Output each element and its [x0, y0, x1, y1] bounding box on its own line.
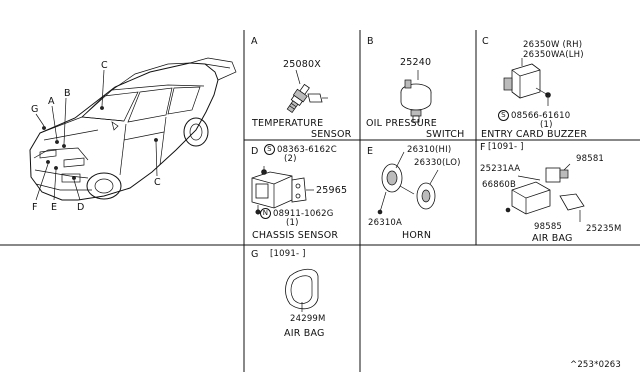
panel-b-letter: B	[367, 36, 374, 47]
panel-f-part-25235m: 25235M	[586, 224, 622, 234]
panel-f-date: [1091- ]	[488, 142, 524, 152]
temperature-sensor-illustration	[286, 69, 328, 113]
panel-e-part-hi: 26310(HI)	[407, 145, 452, 155]
panel-d-nut-qty: (1)	[286, 218, 299, 228]
air-bag-sensor-illustration	[505, 163, 585, 222]
panel-f-part-25231aa: 25231AA	[480, 164, 521, 174]
horn-illustration	[377, 151, 439, 215]
panel-g-date: [1091- ]	[270, 249, 306, 259]
car-callout-d: D	[77, 202, 85, 213]
oil-pressure-switch-illustration	[400, 70, 432, 123]
diagram-code: ^253*0263	[570, 360, 622, 370]
panel-b-name-line2: SWITCH	[426, 129, 465, 140]
panel-f-letter: F	[480, 142, 486, 153]
nut-n-icon: N	[260, 208, 271, 219]
car-callout-c-top: C	[101, 60, 108, 71]
panel-e-letter: E	[367, 146, 374, 157]
panel-a-name-line2: SENSOR	[311, 129, 352, 140]
panel-d-part-number: 25965	[316, 185, 348, 196]
panel-e-name: HORN	[402, 230, 432, 241]
panel-e-part-bracket: 26310A	[368, 218, 403, 228]
screw-s-icon: S	[264, 144, 275, 155]
panel-g-letter: G	[251, 249, 259, 260]
car-callout-g: G	[31, 104, 39, 115]
panel-b-part-number: 25240	[400, 57, 432, 68]
air-bag-module-illustration	[285, 268, 319, 312]
panel-c-bolt-qty: (1)	[540, 120, 553, 130]
chassis-sensor-illustration	[251, 166, 314, 215]
panel-d-screw-number: 08363-6162C	[277, 145, 337, 155]
entry-card-buzzer-illustration	[503, 58, 551, 106]
panel-d-nut-number: 08911-1062G	[273, 209, 334, 219]
panel-c-part-rh: 26350W (RH)	[523, 40, 583, 50]
panel-f-part-98585: 98585	[534, 222, 563, 232]
panel-a-part-number: 25080X	[283, 59, 321, 70]
car-callout-e: E	[51, 202, 58, 213]
panel-d-screw-qty: (2)	[284, 154, 297, 164]
panel-d-letter: D	[251, 146, 259, 157]
panel-f-part-98581: 98581	[576, 154, 605, 164]
panel-g-part-number: 24299M	[290, 314, 326, 324]
panel-a-letter: A	[251, 36, 258, 47]
car-callout-f: F	[32, 202, 38, 213]
panel-g-name: AIR BAG	[284, 328, 325, 339]
panel-d-name: CHASSIS SENSOR	[252, 230, 339, 241]
panel-a-name-line1: TEMPERATURE	[252, 118, 324, 129]
panel-grid	[0, 30, 640, 372]
car-callout-b: B	[64, 88, 71, 99]
car-illustration	[29, 57, 237, 201]
bolt-s-icon: S	[498, 110, 509, 121]
panel-c-part-lh: 26350WA(LH)	[523, 50, 584, 60]
car-callout-a: A	[48, 96, 55, 107]
panel-c-bolt-number: 08566-61610	[511, 111, 571, 121]
car-callout-c-side: C	[154, 177, 161, 188]
panel-c-name: ENTRY CARD BUZZER	[481, 129, 588, 140]
panel-c-letter: C	[482, 36, 489, 47]
panel-f-name: AIR BAG	[532, 233, 573, 244]
panel-f-part-66860b: 66860B	[482, 180, 517, 190]
panel-e-part-lo: 26330(LO)	[414, 158, 461, 168]
panel-b-name-line1: OIL PRESSURE	[366, 118, 437, 129]
